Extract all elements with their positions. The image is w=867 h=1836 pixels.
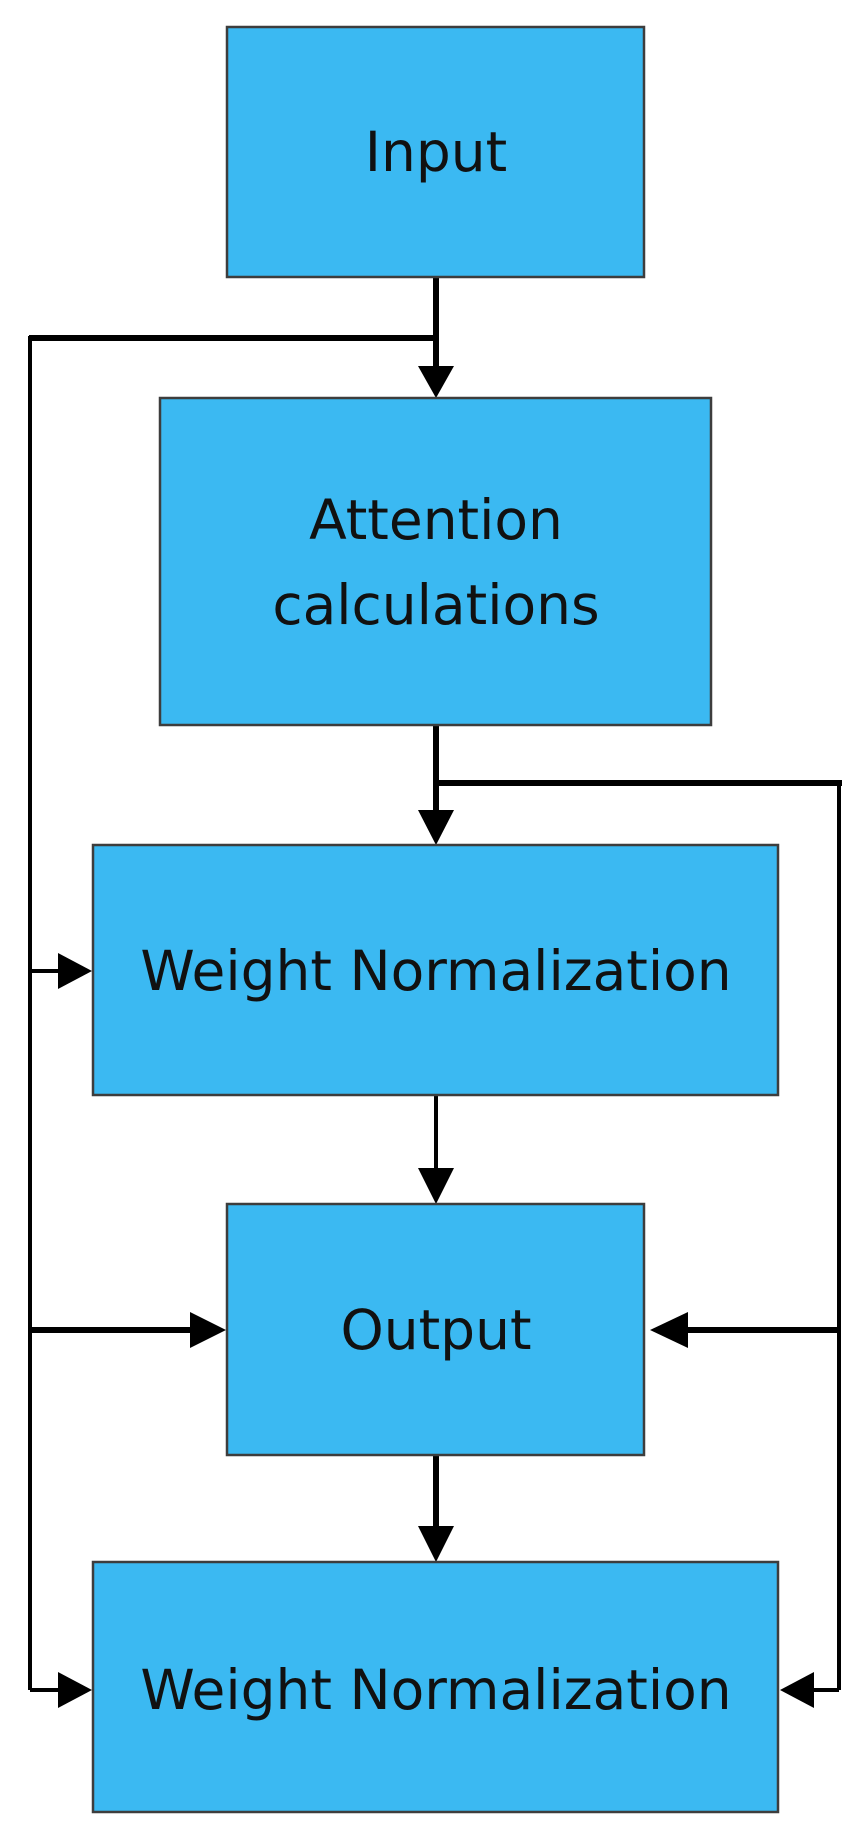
arrowhead-weight-norm-1-left <box>58 953 92 989</box>
node-weight-norm-1: Weight Normalization <box>91 843 780 1097</box>
node-attention: Attention calculations <box>158 396 713 727</box>
node-output: Output <box>225 1202 646 1457</box>
node-output-label: Output <box>340 1298 531 1362</box>
arrowhead-output-right <box>650 1312 688 1348</box>
arrowhead-weight-norm-2-right <box>780 1672 814 1708</box>
arrowhead-weight-norm-2-left <box>58 1672 92 1708</box>
node-attention-label-line-2: calculations <box>272 573 599 637</box>
edges <box>28 277 842 1708</box>
node-input: Input <box>225 25 646 279</box>
arrowhead-weight-norm-2-top <box>418 1526 454 1562</box>
node-weight-norm-1-label: Weight Normalization <box>140 939 731 1003</box>
node-weight-norm-2-label: Weight Normalization <box>140 1658 731 1722</box>
arrowhead-attention-top <box>418 366 454 398</box>
arrowhead-output-left <box>190 1312 226 1348</box>
node-weight-norm-2: Weight Normalization <box>91 1560 780 1814</box>
node-attention-label-line-1: Attention <box>309 488 563 552</box>
arrowhead-output-top <box>418 1168 454 1204</box>
arrowhead-weight-norm-1-top <box>418 810 454 845</box>
node-input-label: Input <box>365 120 507 184</box>
